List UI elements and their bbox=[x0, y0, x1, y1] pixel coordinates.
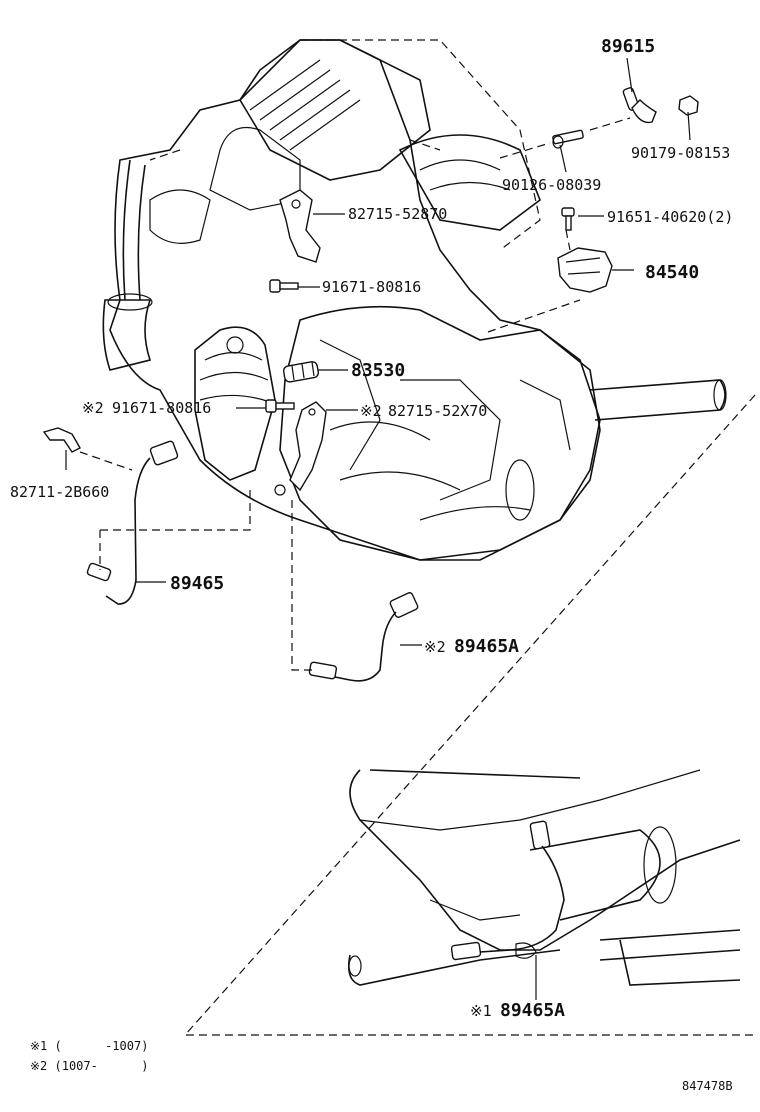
nut-90179-part[interactable] bbox=[678, 95, 699, 116]
label-82715-52870: 82715-52870 bbox=[348, 205, 447, 223]
footnote-2: ※2 (1007- ) bbox=[30, 1059, 148, 1073]
oxygen-sensor-89465a-lower-part[interactable] bbox=[450, 820, 565, 961]
label-91671-80816-lower: 91671-80816 bbox=[112, 399, 211, 417]
label-91671-80816-top: 91671-80816 bbox=[322, 278, 421, 296]
engine-assembly bbox=[102, 39, 727, 561]
bolt-91671-80816-top-part[interactable] bbox=[269, 279, 299, 293]
oxygen-sensor-89465a-middle-part[interactable] bbox=[308, 592, 419, 682]
note-mark-1-sensor: ※1 bbox=[470, 1002, 492, 1020]
label-90179-08153: 90179-08153 bbox=[631, 144, 730, 162]
label-89465a-lower: 89465A bbox=[500, 1000, 565, 1021]
note-mark-2-sensor: ※2 bbox=[424, 638, 446, 656]
bolt-91651-part[interactable] bbox=[561, 207, 575, 231]
label-89465a-middle: 89465A bbox=[454, 636, 519, 657]
knock-sensor-89615-part[interactable] bbox=[622, 87, 657, 124]
label-89465: 89465 bbox=[170, 573, 224, 594]
note-mark-2-bolt: ※2 bbox=[82, 399, 104, 417]
label-90126-08039: 90126-08039 bbox=[502, 176, 601, 194]
switch-83530-part[interactable] bbox=[282, 361, 320, 383]
label-89615: 89615 bbox=[601, 36, 655, 57]
label-83530: 83530 bbox=[351, 360, 405, 381]
stud-bolt-90126-part[interactable] bbox=[552, 129, 584, 149]
label-82715-52x70: 82715-52X70 bbox=[388, 402, 487, 420]
diagram-id: 847478B bbox=[682, 1079, 733, 1093]
leader-lines bbox=[65, 57, 691, 1000]
label-84540: 84540 bbox=[645, 262, 699, 283]
lower-section-frame bbox=[183, 394, 756, 1036]
bolt-91671-80816-lower-part[interactable] bbox=[265, 399, 295, 413]
clamp-82711-2b660-part[interactable] bbox=[42, 427, 81, 453]
footnote-1: ※1 ( -1007) bbox=[30, 1039, 148, 1053]
label-82711-2b660: 82711-2B660 bbox=[10, 483, 109, 501]
bracket-82715-52870-part[interactable] bbox=[279, 189, 321, 263]
bracket-82715-52x70-part[interactable] bbox=[274, 401, 327, 496]
label-91651-40620: 91651-40620(2) bbox=[607, 208, 733, 226]
oxygen-sensor-89465-part[interactable] bbox=[86, 440, 179, 605]
sensor-84540-part[interactable] bbox=[557, 247, 613, 293]
note-mark-2-bracket: ※2 bbox=[360, 402, 382, 420]
